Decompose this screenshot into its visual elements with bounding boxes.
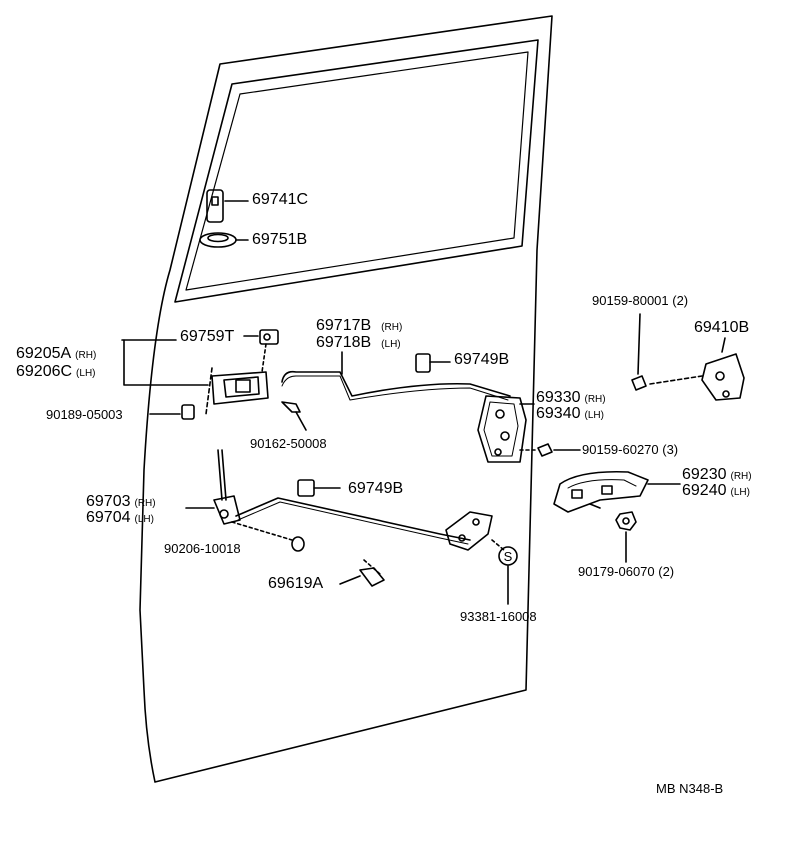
clip-69741c xyxy=(207,190,223,222)
label-69717b: 69717B (RH) xyxy=(316,318,402,334)
side-tag: (RH) xyxy=(134,498,156,509)
part-number: 69704 xyxy=(86,509,131,526)
washer-90206 xyxy=(232,522,304,551)
label-69619a: 69619A xyxy=(268,575,324,592)
label-69240: 69240(LH) xyxy=(682,483,750,499)
label-69749b-lower: 69749B xyxy=(348,480,404,497)
screw-90159-60270 xyxy=(520,444,580,456)
label-69718b: 69718B (LH) xyxy=(316,335,401,351)
label-69206c: 69206C(LH) xyxy=(16,364,96,380)
side-tag: (RH) xyxy=(584,394,606,405)
screw-90162 xyxy=(282,402,306,430)
part-number: 69230 xyxy=(682,466,727,483)
label-69704: 69704(LH) xyxy=(86,510,154,526)
part-number: 69340 xyxy=(536,405,581,422)
label-69410b: 69410B xyxy=(694,319,750,336)
side-tag: (LH) xyxy=(381,339,401,350)
label-90179: 90179-06070 (2) xyxy=(578,564,675,579)
clip-90189 xyxy=(182,405,194,419)
window-frame xyxy=(175,40,538,302)
part-number: 69206C xyxy=(16,363,73,380)
s-marker: S xyxy=(504,549,513,564)
part-number: 69718B xyxy=(316,334,372,351)
label-69751b: 69751B xyxy=(252,231,308,248)
label-69230: 69230(RH) xyxy=(682,467,752,483)
screw-90159-80001 xyxy=(632,314,646,390)
side-tag: (LH) xyxy=(584,410,604,421)
lower-rod xyxy=(236,498,470,540)
label-69205a: 69205A(RH) xyxy=(16,346,96,362)
label-93381: 93381-16008 xyxy=(460,609,537,624)
side-tag: (RH) xyxy=(381,322,403,333)
label-69703: 69703(RH) xyxy=(86,494,156,510)
part-number: 69717B xyxy=(316,317,372,334)
label-90159-60270: 90159-60270 (3) xyxy=(582,442,679,457)
part-number: 69205A xyxy=(16,345,72,362)
bolt-69619a xyxy=(340,560,384,586)
window-glass xyxy=(186,52,528,290)
label-90206: 90206-10018 xyxy=(164,541,241,556)
label-90189: 90189-05003 xyxy=(46,407,123,422)
label-69749b-upper: 69749B xyxy=(454,351,510,368)
door-lock-assembly xyxy=(478,396,534,462)
side-tag: (RH) xyxy=(75,350,97,361)
label-69330: 69330(RH) xyxy=(536,390,606,406)
knob-69759t xyxy=(244,330,278,372)
cover-69751b xyxy=(200,233,236,247)
side-tag: (RH) xyxy=(730,471,752,482)
outside-handle xyxy=(554,472,680,512)
label-69759t: 69759T xyxy=(180,328,235,345)
inside-handle xyxy=(206,368,268,414)
lower-bellcrank xyxy=(186,450,240,524)
side-tag: (LH) xyxy=(76,368,96,379)
label-90159-80001: 90159-80001 (2) xyxy=(592,293,689,308)
label-69340: 69340(LH) xyxy=(536,406,604,422)
clip-69749b-upper xyxy=(416,354,450,372)
s-marker-circle xyxy=(499,547,517,565)
label-69741c: 69741C xyxy=(252,191,309,208)
diagram-code: MB N348-B xyxy=(656,781,724,796)
lower-lock-lever xyxy=(446,512,504,550)
upper-rod xyxy=(282,372,510,396)
striker-69410b xyxy=(650,338,744,400)
clip-69749b-lower xyxy=(298,480,340,496)
part-number: 69703 xyxy=(86,493,131,510)
side-tag: (LH) xyxy=(730,487,750,498)
door-outline xyxy=(140,16,552,782)
side-tag: (LH) xyxy=(134,514,154,525)
label-90162: 90162-50008 xyxy=(250,436,327,451)
bracket-69205a xyxy=(122,340,208,385)
part-number: 69330 xyxy=(536,389,581,406)
part-number: 69240 xyxy=(682,482,727,499)
nut-90179 xyxy=(616,512,636,562)
